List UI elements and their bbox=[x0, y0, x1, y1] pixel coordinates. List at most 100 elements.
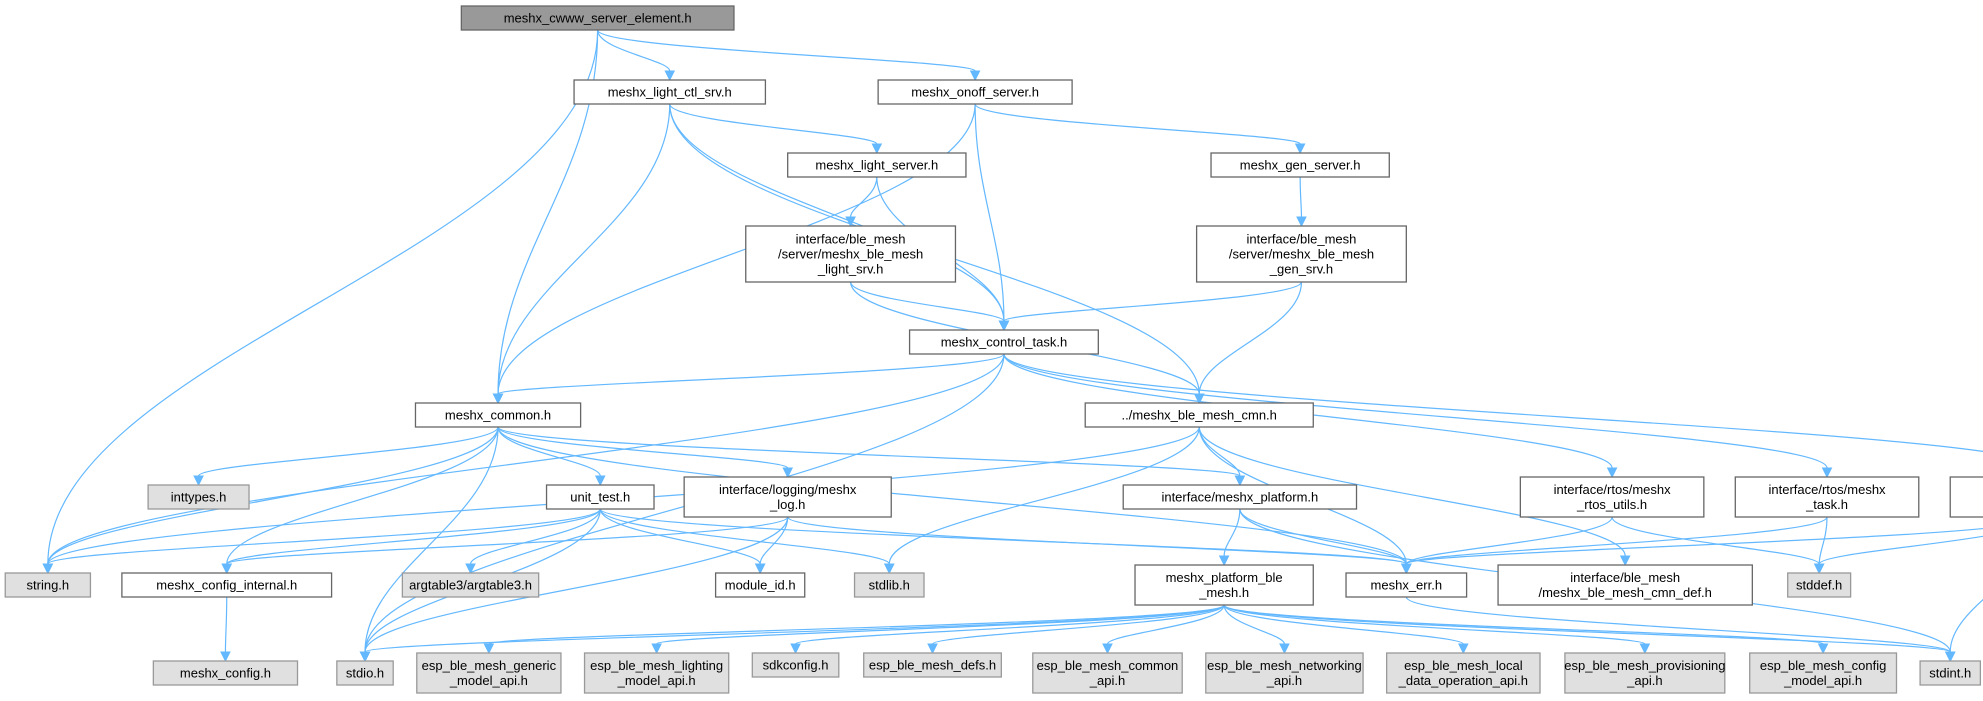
node-label: stddef.h bbox=[1796, 578, 1842, 593]
node-label: meshx_light_ctl_srv.h bbox=[608, 85, 732, 100]
node-label: meshx_onoff_server.h bbox=[911, 85, 1039, 100]
node-common[interactable]: meshx_common.h bbox=[414, 402, 582, 428]
node-light-ctl[interactable]: meshx_light_ctl_srv.h bbox=[573, 79, 767, 105]
edge-platform-to-err bbox=[1239, 508, 1412, 575]
node-box bbox=[1195, 225, 1407, 283]
edge-platform-ble-to-generic-api bbox=[483, 604, 1225, 655]
edge-cmn-to-platform bbox=[1198, 426, 1246, 487]
node-msg-q[interactable]: interface/rtos/meshx_msg_q.h bbox=[1949, 476, 1983, 518]
edge-msg-q-to-err bbox=[1401, 527, 1983, 575]
node-stdio[interactable]: stdio.h bbox=[336, 660, 394, 686]
node-label: meshx_gen_server.h bbox=[1240, 158, 1361, 173]
node-label: interface/rtos/meshx bbox=[1554, 482, 1672, 497]
node-module-id[interactable]: module_id.h bbox=[714, 572, 806, 598]
edge-light-ctl-to-light-server bbox=[669, 103, 883, 155]
node-ble-light-srv[interactable]: interface/ble_mesh/server/meshx_ble_mesh… bbox=[745, 225, 957, 283]
node-label: _mesh.h bbox=[1198, 585, 1249, 600]
node-stdlib[interactable]: stdlib.h bbox=[853, 572, 925, 598]
node-box bbox=[4, 572, 92, 598]
node-config-internal[interactable]: meshx_config_internal.h bbox=[121, 572, 333, 598]
node-box bbox=[414, 402, 582, 428]
edge-light-ctl-to-common bbox=[492, 103, 671, 405]
node-label: meshx_cwww_server_element.h bbox=[504, 11, 692, 26]
node-cmn-def[interactable]: interface/ble_mesh/meshx_ble_mesh_cmn_de… bbox=[1497, 564, 1753, 606]
node-box bbox=[751, 652, 840, 678]
node-platform[interactable]: interface/meshx_platform.h bbox=[1122, 484, 1358, 510]
node-lighting-api[interactable]: esp_ble_mesh_lighting_model_api.h bbox=[583, 652, 730, 694]
node-sdkconfig[interactable]: sdkconfig.h bbox=[751, 652, 840, 678]
edge-platform-ble-to-lighting-api bbox=[651, 604, 1225, 655]
node-provisioning-api[interactable]: esp_ble_mesh_provisioning_api.h bbox=[1564, 652, 1726, 694]
node-label: sdkconfig.h bbox=[763, 658, 829, 673]
edge-msg-q-to-stddef bbox=[1813, 535, 1983, 575]
node-box bbox=[336, 660, 394, 686]
node-label: interface/ble_mesh bbox=[1247, 232, 1357, 247]
node-common-api[interactable]: esp_ble_mesh_common_api.h bbox=[1032, 652, 1183, 694]
node-string[interactable]: string.h bbox=[4, 572, 92, 598]
node-label: unit_test.h bbox=[570, 490, 630, 505]
node-config[interactable]: meshx_config.h bbox=[152, 660, 299, 686]
node-platform-ble[interactable]: meshx_platform_ble_mesh.h bbox=[1134, 564, 1314, 606]
node-control-task[interactable]: meshx_control_task.h bbox=[908, 329, 1099, 355]
edge-control-task-to-task bbox=[1003, 353, 1833, 479]
edge-control-task-to-stdio bbox=[359, 353, 1005, 663]
node-stdint[interactable]: stdint.h bbox=[1919, 660, 1982, 686]
node-box bbox=[787, 152, 967, 178]
edge-light-ctl-to-control-task bbox=[669, 103, 1010, 332]
node-gen-server[interactable]: meshx_gen_server.h bbox=[1210, 152, 1390, 178]
edge-platform-ble-to-common-api bbox=[1102, 604, 1225, 655]
edge-light-server-to-ble-light-srv bbox=[845, 176, 878, 228]
node-box bbox=[573, 79, 767, 105]
edge-platform-ble-to-networking-api bbox=[1223, 604, 1290, 655]
node-label: /server/meshx_ble_mesh bbox=[1229, 247, 1374, 262]
edge-common-to-string bbox=[42, 426, 499, 575]
edge-onoff-to-gen-server bbox=[974, 103, 1306, 155]
node-config-model-api[interactable]: esp_ble_mesh_config_model_api.h bbox=[1749, 652, 1898, 694]
node-label: esp_ble_mesh_networking bbox=[1207, 658, 1362, 673]
node-cmn[interactable]: ../meshx_ble_mesh_cmn.h bbox=[1084, 402, 1314, 428]
node-onoff[interactable]: meshx_onoff_server.h bbox=[877, 79, 1073, 105]
node-err[interactable]: meshx_err.h bbox=[1345, 572, 1468, 598]
node-label: esp_ble_mesh_common bbox=[1037, 658, 1179, 673]
node-rtos-utils[interactable]: interface/rtos/meshx_rtos_utils.h bbox=[1519, 476, 1705, 518]
node-label: esp_ble_mesh_local bbox=[1404, 658, 1523, 673]
node-box bbox=[1564, 652, 1726, 694]
node-networking-api[interactable]: esp_ble_mesh_networking_api.h bbox=[1205, 652, 1364, 694]
node-label: module_id.h bbox=[725, 578, 796, 593]
node-box bbox=[1122, 484, 1358, 510]
edge-common-to-platform bbox=[497, 426, 1246, 487]
edge-gen-server-to-ble-gen-srv bbox=[1296, 176, 1307, 228]
node-stddef[interactable]: stddef.h bbox=[1787, 572, 1852, 598]
node-label: stdint.h bbox=[1929, 666, 1971, 681]
node-box bbox=[1205, 652, 1364, 694]
node-label: _api.h bbox=[1089, 673, 1125, 688]
node-label: _api.h bbox=[1266, 673, 1302, 688]
edge-cmn-to-cmn-def bbox=[1198, 426, 1631, 567]
node-task[interactable]: interface/rtos/meshx_task.h bbox=[1734, 476, 1920, 518]
node-label: _model_api.h bbox=[1783, 673, 1862, 688]
edge-onoff-to-control-task bbox=[974, 103, 1010, 332]
edge-log-to-config-internal bbox=[221, 516, 789, 575]
node-box bbox=[714, 572, 806, 598]
node-log[interactable]: interface/logging/meshx_log.h bbox=[683, 476, 892, 518]
node-generic-api[interactable]: esp_ble_mesh_generic_model_api.h bbox=[416, 652, 562, 694]
edge-root-to-string bbox=[42, 29, 599, 575]
node-argtable[interactable]: argtable3/argtable3.h bbox=[401, 572, 540, 598]
node-local-data-api[interactable]: esp_ble_mesh_local_data_operation_api.h bbox=[1386, 652, 1541, 694]
node-label: _log.h bbox=[769, 497, 805, 512]
node-root[interactable]: meshx_cwww_server_element.h bbox=[460, 5, 735, 31]
node-box bbox=[908, 329, 1099, 355]
node-label: _api.h bbox=[1626, 673, 1662, 688]
node-light-server[interactable]: meshx_light_server.h bbox=[787, 152, 967, 178]
node-unit-test[interactable]: unit_test.h bbox=[545, 484, 655, 510]
node-label: inttypes.h bbox=[171, 490, 227, 505]
node-ble-gen-srv[interactable]: interface/ble_mesh/server/meshx_ble_mesh… bbox=[1195, 225, 1407, 283]
node-box bbox=[683, 476, 892, 518]
node-defs[interactable]: esp_ble_mesh_defs.h bbox=[863, 652, 1002, 678]
edge-common-to-inttypes bbox=[193, 426, 499, 487]
node-box bbox=[1134, 564, 1314, 606]
node-box bbox=[853, 572, 925, 598]
node-box bbox=[545, 484, 655, 510]
node-label: esp_ble_mesh_config bbox=[1760, 658, 1886, 673]
node-inttypes[interactable]: inttypes.h bbox=[147, 484, 250, 510]
